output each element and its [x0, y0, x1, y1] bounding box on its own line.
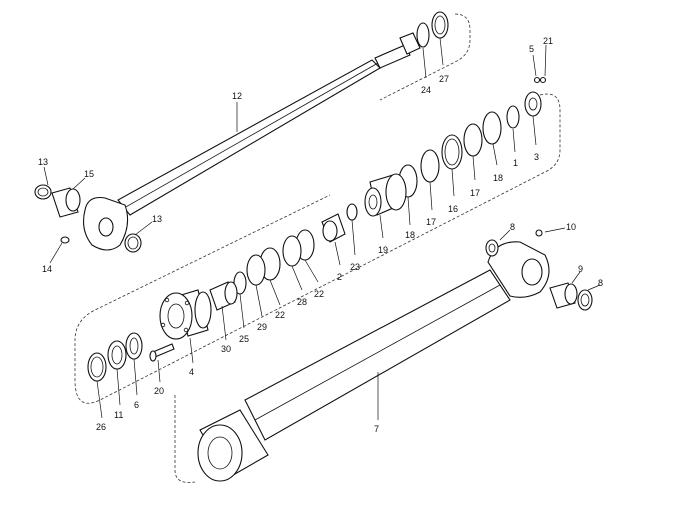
rod-end-rings — [416, 11, 449, 48]
label-8b: 8 — [598, 278, 603, 288]
label-26: 26 — [96, 422, 106, 432]
label-8a: 8 — [510, 222, 515, 232]
label-4: 4 — [189, 367, 194, 377]
label-27: 27 — [439, 74, 449, 84]
ring-17b — [420, 149, 440, 183]
screw-5 — [533, 76, 541, 84]
cylinder-head-4 — [159, 289, 212, 340]
label-13b: 13 — [152, 214, 162, 224]
label-3: 3 — [534, 152, 539, 162]
label-17a: 17 — [470, 188, 480, 198]
rod-eye-parts — [34, 184, 142, 253]
label-12: 12 — [232, 91, 242, 101]
assembly-guide-lines — [74, 13, 561, 483]
bushing-13a — [34, 184, 52, 200]
label-15: 15 — [84, 169, 94, 179]
label-9: 9 — [578, 264, 583, 274]
label-30: 30 — [221, 344, 231, 354]
label-10: 10 — [566, 222, 576, 232]
ring-6 — [125, 332, 143, 360]
label-20: 20 — [154, 386, 164, 396]
label-25: 25 — [239, 334, 249, 344]
label-19: 19 — [378, 245, 388, 255]
label-21: 21 — [543, 36, 553, 46]
bushing-8a — [485, 239, 499, 257]
label-28: 28 — [297, 297, 307, 307]
bolt-20 — [149, 343, 175, 362]
label-6: 6 — [134, 400, 139, 410]
ring-1 — [506, 105, 520, 129]
ring-28 — [282, 235, 302, 267]
ring-18a — [482, 111, 502, 145]
nut-3 — [524, 91, 542, 117]
label-13a: 13 — [38, 157, 48, 167]
label-7: 7 — [374, 424, 379, 434]
label-2: 2 — [337, 272, 342, 282]
label-18a: 18 — [493, 173, 503, 183]
head-seals-row — [209, 229, 315, 311]
label-22a: 22 — [275, 310, 285, 320]
bushing-8b — [577, 289, 593, 311]
bushing-13b — [124, 233, 142, 253]
label-14: 14 — [42, 264, 52, 274]
fitting-10 — [535, 229, 543, 237]
ring-29 — [246, 254, 266, 286]
label-22b: 22 — [314, 289, 324, 299]
label-24: 24 — [421, 85, 431, 95]
label-29: 29 — [257, 322, 267, 332]
label-18b: 18 — [405, 230, 415, 240]
label-11: 11 — [114, 410, 123, 420]
ring-24 — [416, 22, 430, 48]
label-1: 1 — [513, 158, 518, 168]
ring-17a — [463, 123, 483, 157]
grease-fitting-14 — [60, 236, 70, 244]
ball-21 — [539, 76, 547, 84]
label-17b: 17 — [426, 217, 436, 227]
label-16: 16 — [448, 204, 458, 214]
label-23: 23 — [350, 262, 360, 272]
leader-lines — [43, 37, 601, 420]
label-5: 5 — [529, 44, 534, 54]
ring-23 — [346, 203, 358, 221]
head-front-rings — [87, 332, 143, 382]
tube-eye-parts — [485, 229, 593, 311]
piston-rod-12 — [83, 32, 421, 251]
ring-11 — [107, 340, 127, 370]
part-number-labels: 12 24 27 5 21 1 3 18 17 16 17 18 19 23 2… — [38, 36, 603, 434]
cylinder-tube-7 — [197, 241, 550, 482]
piston-seals-row — [321, 76, 547, 243]
